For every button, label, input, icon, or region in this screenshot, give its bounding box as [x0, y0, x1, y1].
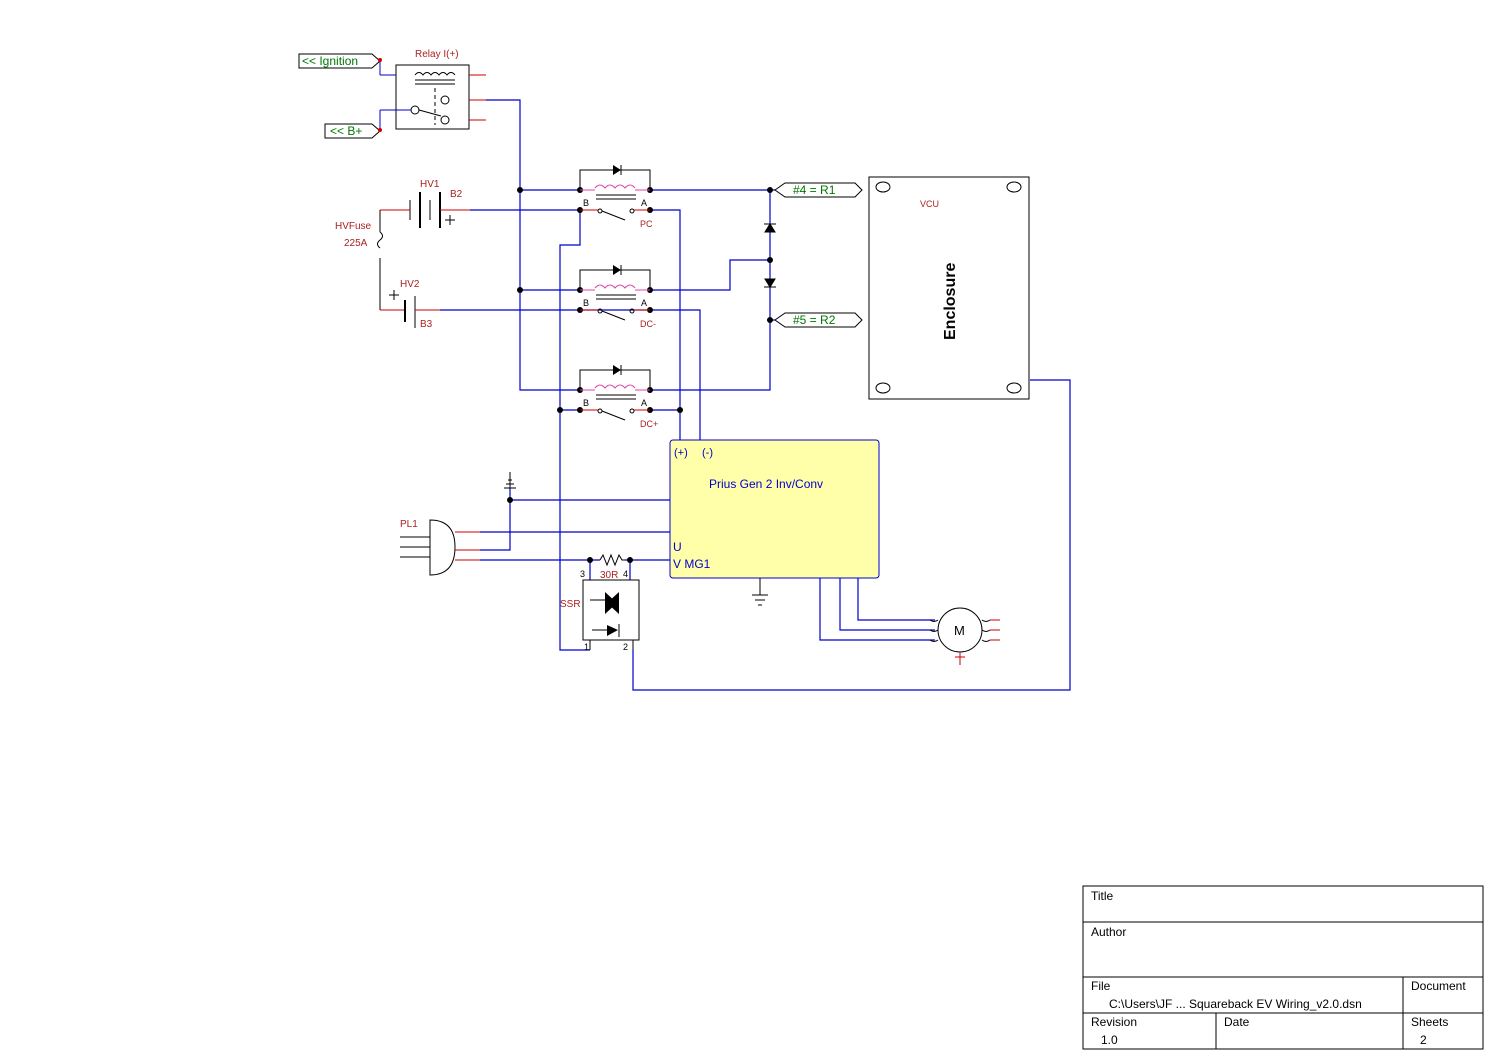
pc-pin-b: B: [583, 198, 589, 208]
ssr-pin1: 1: [584, 642, 589, 652]
hv2-label: HV2: [400, 279, 420, 290]
diode-r2: [764, 278, 776, 288]
title-block-sheets-value: 2: [1420, 1033, 1427, 1047]
b3-label: B3: [420, 319, 433, 330]
vcu-label: VCU: [920, 199, 939, 209]
wires: [440, 99, 1071, 691]
dcminus-pin-a: A: [641, 298, 647, 308]
inverter-neg: (-): [702, 447, 713, 459]
title-block-title-label: Title: [1091, 889, 1114, 903]
resistor-30r[interactable]: 30R: [599, 553, 625, 581]
contactor-pc[interactable]: B A PC: [579, 165, 653, 229]
contactor-dc-plus[interactable]: B A DC+: [579, 365, 658, 429]
motor-icon[interactable]: M: [929, 607, 1000, 665]
port-r2-label: #5 = R2: [793, 313, 836, 327]
title-block-sheets-label: Sheets: [1411, 1015, 1448, 1029]
dcminus-label: DC-: [640, 319, 656, 329]
port-bplus[interactable]: << B+: [324, 123, 382, 139]
ssr[interactable]: SSR 3 4 1 2: [560, 569, 640, 652]
ssr-pin4: 4: [623, 569, 628, 579]
inverter-title: Prius Gen 2 Inv/Conv: [709, 477, 823, 491]
relay-label: Relay I(+): [415, 49, 459, 60]
vcu-enclosure[interactable]: VCU Enclosure: [868, 176, 1030, 400]
pc-pin-a: A: [641, 198, 647, 208]
fuse-rating: 225A: [344, 238, 368, 249]
b2-label: B2: [450, 189, 463, 200]
ssr-pin2: 2: [623, 642, 628, 652]
title-block-date-label: Date: [1224, 1015, 1250, 1029]
dcminus-pin-b: B: [583, 298, 589, 308]
title-block-author-label: Author: [1091, 925, 1126, 939]
dcplus-pin-a: A: [641, 398, 647, 408]
ground-inverter-icon: [752, 578, 768, 606]
title-block: [1082, 885, 1484, 1050]
inverter-block[interactable]: (+) (-) Prius Gen 2 Inv/Conv U V MG1: [669, 439, 880, 579]
port-r1[interactable]: #4 = R1: [774, 182, 863, 198]
ground-top-icon: [504, 472, 516, 489]
fuse-name: HVFuse: [335, 221, 372, 232]
junction-dots: [507, 187, 773, 563]
inverter-v-mg1: V MG1: [673, 557, 711, 571]
inverter-u: U: [673, 540, 682, 554]
plug-pl1[interactable]: PL1: [400, 519, 480, 576]
resistor-label: 30R: [600, 570, 618, 581]
pl1-label: PL1: [400, 519, 418, 530]
port-ignition-label: << Ignition: [302, 54, 358, 68]
motor-label: M: [954, 623, 965, 638]
pc-label: PC: [640, 219, 653, 229]
hv1-label: HV1: [420, 179, 440, 190]
contactor-dc-minus[interactable]: B A DC-: [579, 265, 656, 329]
port-r2[interactable]: #5 = R2: [774, 312, 863, 328]
title-block-document-label: Document: [1411, 979, 1466, 993]
dcplus-label: DC+: [640, 419, 658, 429]
title-block-file-label: File: [1091, 979, 1111, 993]
title-block-revision-value: 1.0: [1101, 1033, 1118, 1047]
enclosure-label: Enclosure: [942, 263, 959, 340]
inverter-pos: (+): [674, 447, 688, 459]
title-block-revision-label: Revision: [1091, 1015, 1137, 1029]
dcplus-pin-b: B: [583, 398, 589, 408]
battery-hv1[interactable]: [380, 192, 470, 228]
relay-ignition[interactable]: [379, 60, 486, 130]
title-block-file-value: C:\Users\JF ... Squareback EV Wiring_v2.…: [1109, 997, 1362, 1011]
ssr-label: SSR: [560, 599, 581, 610]
port-bplus-label: << B+: [330, 124, 362, 138]
battery-hv2[interactable]: [389, 290, 440, 328]
diode-r1: [764, 223, 776, 233]
ssr-pin3: 3: [580, 569, 585, 579]
port-ignition[interactable]: << Ignition: [298, 53, 382, 69]
port-r1-label: #4 = R1: [793, 183, 836, 197]
fuse-hv[interactable]: [377, 210, 406, 311]
